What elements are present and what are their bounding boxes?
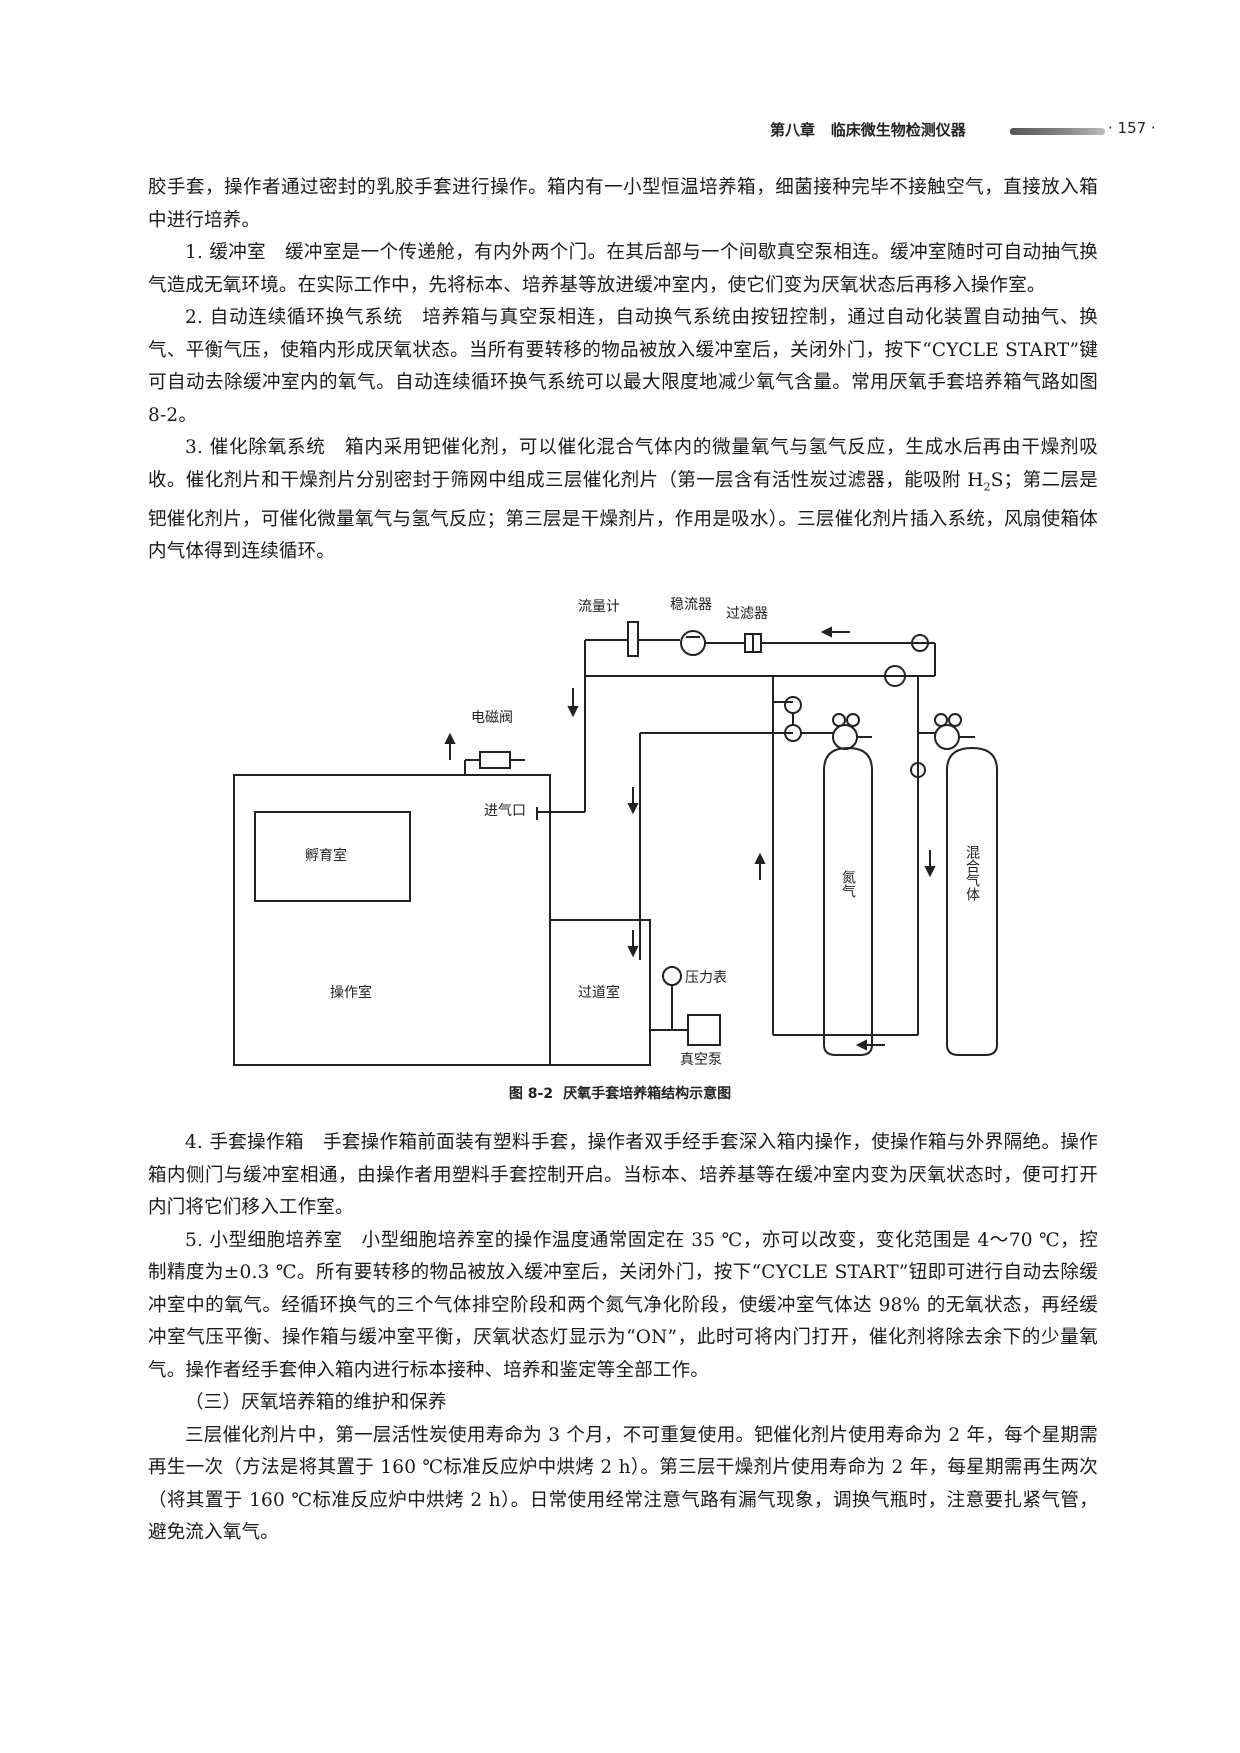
paragraph-maintenance: 三层催化剂片中，第一层活性炭使用寿命为 3 个月，不可重复使用。钯催化剂片使用寿… bbox=[148, 1424, 1098, 1544]
mix-regulator-icon bbox=[934, 724, 960, 750]
label-inlet: 进气口 bbox=[484, 803, 526, 819]
operation-room-box bbox=[233, 774, 551, 1066]
flowmeter-icon bbox=[627, 621, 639, 657]
check-valve-icon bbox=[910, 762, 926, 778]
body-text-bottom: 4. 手套操作箱 手套操作箱前面装有塑料手套，操作者双手经手套深入箱内操作，使操… bbox=[148, 1127, 1098, 1550]
arrow-down3-icon bbox=[627, 946, 639, 958]
label-incubator: 孵育室 bbox=[305, 847, 347, 864]
pressure-gauge-icon bbox=[662, 966, 682, 986]
n2-valve-bottom-icon bbox=[784, 724, 802, 742]
figure-caption: 图 8-2 厌氧手套培养箱结构示意图 bbox=[0, 1083, 1240, 1103]
arrow-left2-icon bbox=[855, 1039, 867, 1051]
header-title: 临床微生物检测仪器 bbox=[830, 121, 966, 139]
arrow-down-icon bbox=[567, 706, 579, 718]
solenoid-arrow-icon bbox=[444, 732, 456, 744]
page-number: · 157 · bbox=[1108, 119, 1156, 137]
mid-valve-icon bbox=[884, 665, 906, 687]
running-header: 第八章 临床微生物检测仪器 · 157 · bbox=[0, 112, 1240, 142]
nitrogen-cylinder-icon bbox=[823, 746, 873, 1056]
label-flowmeter: 流量计 bbox=[578, 599, 620, 615]
transfer-room-box bbox=[549, 919, 651, 1066]
label-stabilizer: 稳流器 bbox=[670, 597, 712, 613]
label-operation: 操作室 bbox=[330, 984, 372, 1001]
n2-gauge-right-icon bbox=[846, 713, 860, 727]
mix-gauge-right-icon bbox=[948, 713, 962, 727]
catalyst-text-a: 3. 催化除氧系统 箱内采用钯催化剂，可以催化混合气体内的微量氧气与氢气反应，生… bbox=[148, 437, 1098, 491]
top-valve-icon bbox=[911, 634, 929, 652]
catalyst-text-b: S；第二层是钯催化剂片，可催化微量氧气与氢气反应；第三层是干燥剂片，作用是吸水）… bbox=[148, 469, 1098, 563]
label-filter: 过滤器 bbox=[726, 606, 768, 622]
n2-regulator-icon bbox=[832, 724, 858, 750]
paragraph-catalyst: 3. 催化除氧系统 箱内采用钯催化剂，可以催化混合气体内的微量氧气与氢气反应，生… bbox=[148, 432, 1098, 569]
arrow-down2-icon bbox=[627, 803, 639, 815]
paragraph-glove-box: 4. 手套操作箱 手套操作箱前面装有塑料手套，操作者双手经手套深入箱内操作，使操… bbox=[148, 1132, 1098, 1218]
arrow-left-icon bbox=[820, 626, 832, 638]
arrow-down4-icon bbox=[924, 866, 936, 878]
paragraph-gas-exchange: 2. 自动连续循环换气系统 培养箱与真空泵相连，自动换气系统由按钮控制，通过自动… bbox=[148, 307, 1098, 426]
label-mixed-gas: 混合气体 bbox=[964, 845, 980, 901]
solenoid-valve-icon bbox=[479, 751, 511, 769]
label-nitrogen: 氮气 bbox=[840, 870, 856, 898]
incubator-box bbox=[254, 811, 411, 902]
section-heading: （三）厌氧培养箱的维护和保养 bbox=[185, 1392, 447, 1413]
label-pump: 真空泵 bbox=[680, 1052, 722, 1068]
label-solenoid: 电磁阀 bbox=[471, 710, 513, 726]
body-text-top: 胶手套，操作者通过密封的乳胶手套进行操作。箱内有一小型恒温培养箱，细菌接种完毕不… bbox=[148, 172, 1098, 569]
arrow-up-icon bbox=[754, 852, 766, 864]
label-transfer: 过道室 bbox=[578, 984, 620, 1001]
paragraph-continued: 胶手套，操作者通过密封的乳胶手套进行操作。箱内有一小型恒温培养箱，细菌接种完毕不… bbox=[148, 177, 1098, 231]
vacuum-pump-icon bbox=[687, 1014, 721, 1046]
mix-gauge-left-icon bbox=[934, 713, 948, 727]
paragraph-buffer-room: 1. 缓冲室 缓冲室是一个传递舱，有内外两个门。在其后部与一个间歇真空泵相连。缓… bbox=[148, 242, 1098, 296]
label-gauge: 压力表 bbox=[685, 970, 727, 986]
subscript-2: 2 bbox=[983, 480, 991, 494]
paragraph-cell-culture: 5. 小型细胞培养室 小型细胞培养室的操作温度通常固定在 35 ℃，亦可以改变，… bbox=[148, 1229, 1098, 1381]
filter-icon bbox=[744, 633, 762, 653]
header-chapter-title: 第八章 临床微生物检测仪器 bbox=[770, 119, 966, 140]
n2-valve-top-icon bbox=[784, 696, 802, 714]
figure-caption-text: 厌氧手套培养箱结构示意图 bbox=[563, 1086, 732, 1102]
mixed-gas-cylinder-icon bbox=[946, 746, 998, 1056]
header-decorative-bar bbox=[1010, 128, 1105, 135]
stabilizer-icon bbox=[680, 630, 706, 656]
n2-gauge-left-icon bbox=[832, 713, 846, 727]
header-chapter: 第八章 bbox=[770, 121, 816, 139]
figure-number: 图 8-2 bbox=[508, 1086, 554, 1102]
